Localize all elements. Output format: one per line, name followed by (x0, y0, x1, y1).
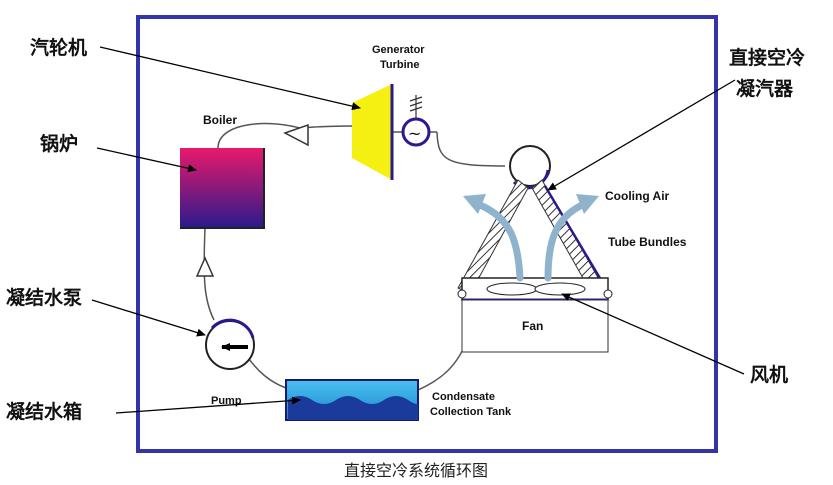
turbine-shape (352, 84, 392, 180)
diagram-caption: 直接空冷系统循环图 (344, 461, 488, 480)
flow-arrow-top (283, 123, 309, 147)
diagram-frame (136, 15, 718, 453)
fan-blade-right (534, 282, 586, 296)
turbine-label: Turbine (380, 59, 420, 71)
zh-boiler-label: 锅炉 (40, 132, 78, 155)
pump-label: Pump (211, 395, 242, 407)
cooling-air-arrowhead-right (576, 194, 599, 214)
boiler-box (180, 148, 264, 228)
tube-bundles-label: Tube Bundles (608, 235, 687, 249)
condensate-label: Condensate (432, 391, 495, 403)
tank-water-wave (288, 396, 419, 420)
leader-lines (91, 46, 745, 414)
flow-arrow-left (195, 256, 215, 277)
collection-tank-label: Collection Tank (430, 406, 512, 418)
zh-acc-label-line2: 凝汽器 (736, 77, 794, 100)
generator-label: Generator (372, 44, 425, 56)
zh-tank-label: 凝结水箱 (6, 400, 82, 423)
fan-label: Fan (522, 319, 543, 333)
steam-header (509, 145, 551, 187)
boiler-label: Boiler (203, 113, 237, 127)
cooling-air-arrowhead-left (463, 194, 486, 214)
boiler-shadow (180, 148, 265, 229)
zh-acc-label-line1: 直接空冷 (729, 46, 805, 69)
cooling-air-arrows (476, 201, 586, 282)
generator-sine-icon: ~ (408, 124, 421, 143)
zh-pump-label: 凝结水泵 (6, 286, 82, 309)
fan-housing (461, 299, 609, 353)
power-line-icon (409, 95, 423, 119)
cooling-air-label: Cooling Air (605, 189, 670, 203)
zh-fan-label: 风机 (750, 364, 788, 386)
zh-turbine-label: 汽轮机 (30, 36, 87, 59)
fan-blade-left (486, 282, 538, 296)
